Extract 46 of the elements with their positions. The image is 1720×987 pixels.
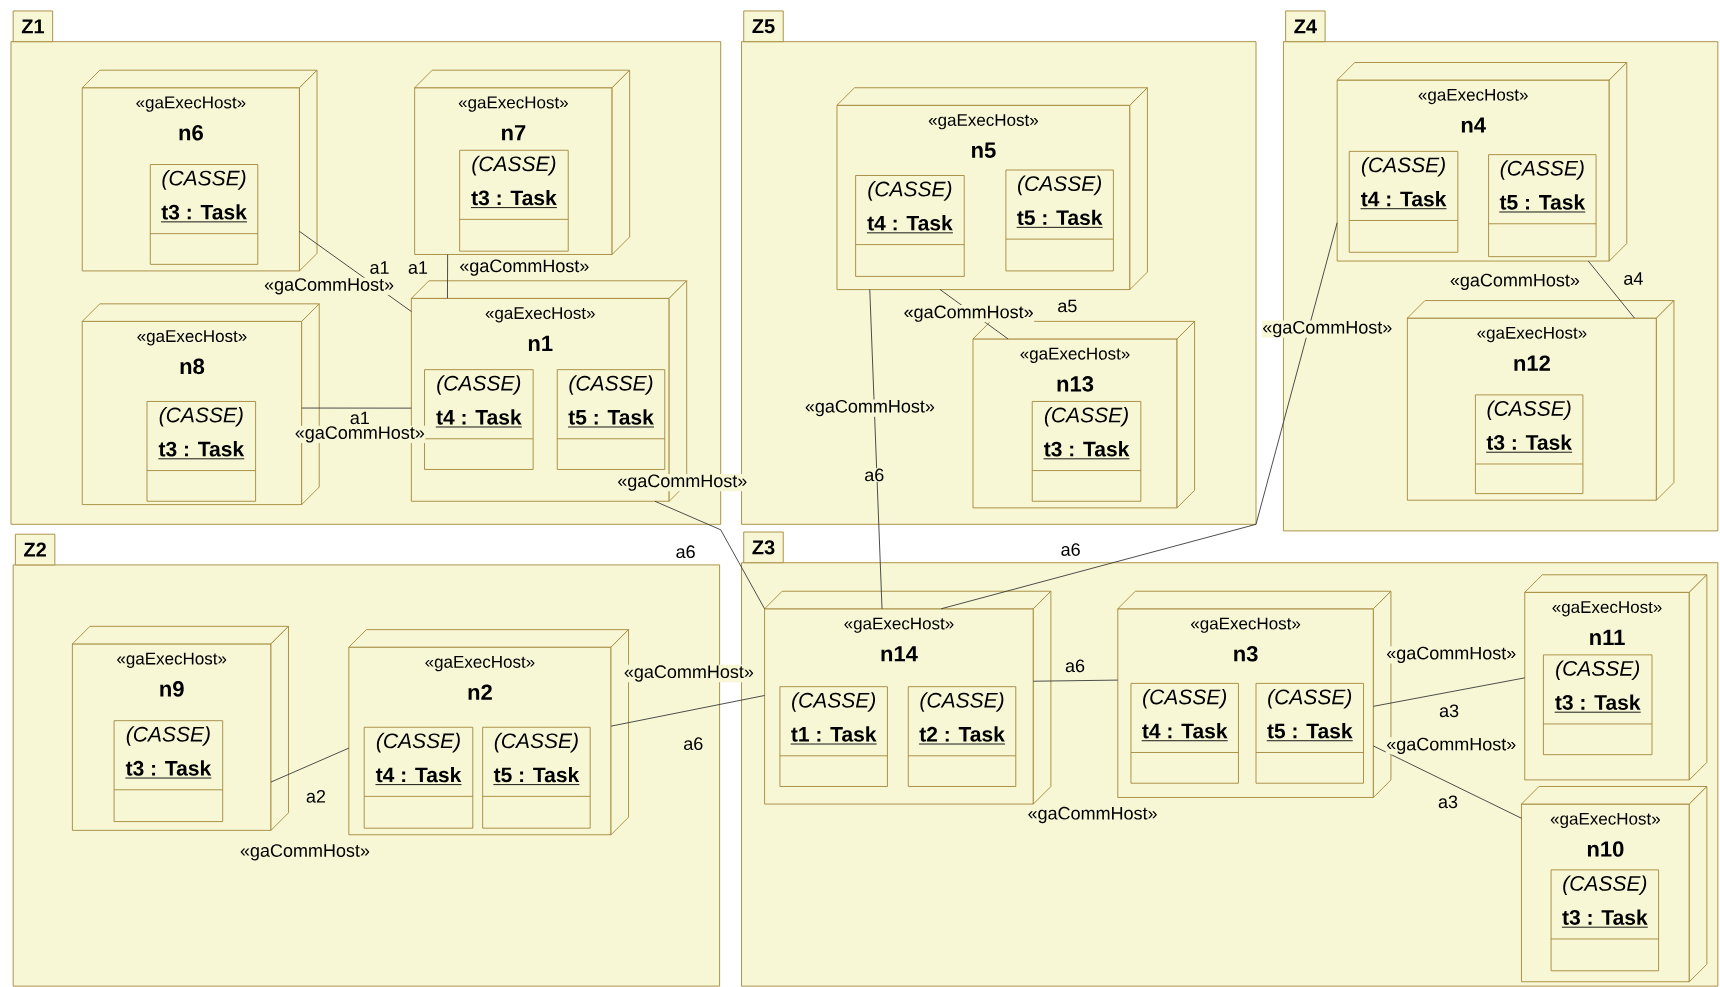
connector-line — [610, 694, 766, 727]
edge-label: a2 — [305, 789, 327, 804]
part-box: (CASSE) t3 : Task — [459, 149, 569, 252]
part-box: (CASSE) t4 : Task — [855, 174, 965, 277]
part-box: (CASSE) t3 : Task — [1474, 394, 1584, 494]
part-box: (CASSE) t5 : Task — [556, 369, 666, 470]
stereotype-label: «gaCommHost» — [1261, 320, 1393, 338]
part-box: (CASSE) t1 : Task — [779, 686, 888, 787]
part-box: (CASSE) t3 : Task — [1542, 654, 1653, 756]
part-box: (CASSE) t4 : Task — [363, 726, 474, 829]
part-box: (CASSE) t2 : Task — [907, 686, 1017, 787]
part-box: (CASSE) t3 : Task — [1550, 869, 1660, 972]
stereotype-label: «gaCommHost» — [804, 399, 936, 417]
node-label: Z4 — [1294, 19, 1317, 34]
stereotype-label: «gaCommHost» — [1385, 737, 1517, 755]
node-label: Z5 — [752, 19, 775, 34]
connector-line — [301, 407, 412, 409]
part-box: (CASSE) t4 : Task — [1130, 682, 1239, 784]
stereotype-label: «gaCommHost» — [1027, 806, 1159, 824]
part-box: (CASSE) t5 : Task — [1488, 154, 1597, 257]
part-box: (CASSE) t3 : Task — [146, 400, 257, 502]
part-box: (CASSE) t5 : Task — [1005, 169, 1114, 272]
stereotype-label: «gaCommHost» — [623, 664, 755, 683]
node-label: Z2 — [24, 542, 46, 557]
edge-label: a6 — [1060, 542, 1082, 557]
node-label: Z1 — [21, 19, 45, 34]
connector-line — [869, 289, 883, 610]
part-box: (CASSE) t4 : Task — [424, 369, 534, 470]
connector-line — [1372, 745, 1522, 819]
part-box: (CASSE) t3 : Task — [149, 163, 259, 265]
edge-label: a6 — [675, 544, 697, 559]
edge-label: a5 — [1056, 299, 1078, 313]
connector-line — [270, 747, 350, 783]
part-box: (CASSE) t4 : Task — [1348, 150, 1459, 253]
connector-line — [1372, 677, 1526, 707]
connector-line — [1032, 679, 1119, 682]
connector-line — [447, 253, 449, 299]
stereotype-label: «gaCommHost» — [1385, 646, 1517, 664]
connector-line — [1587, 260, 1635, 319]
part-box: (CASSE) t5 : Task — [482, 726, 591, 829]
part-box: (CASSE) t3 : Task — [1031, 400, 1142, 502]
part-box: (CASSE) t5 : Task — [1255, 682, 1364, 784]
part-box: (CASSE) t3 : Task — [113, 720, 224, 822]
edge-label: a1 — [349, 411, 371, 425]
node-label: Z3 — [752, 540, 775, 555]
stereotype-label: «gaCommHost» — [1449, 273, 1581, 291]
